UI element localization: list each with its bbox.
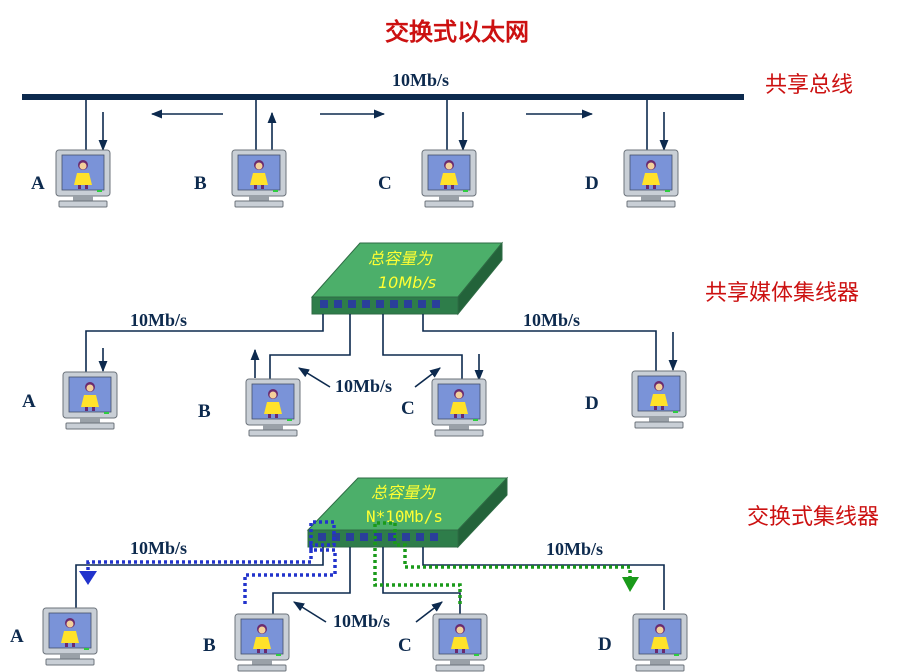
switch-section: 交换式集线器 总容量为 N*10Mb/s 10M xyxy=(10,476,879,672)
computer-icon xyxy=(42,607,98,666)
hub-wire-a xyxy=(85,314,324,373)
node-label-d: D xyxy=(585,173,599,194)
arrow-icon xyxy=(415,601,443,623)
node-label-a: A xyxy=(31,173,45,194)
bus-section: 共享总线 10Mb/s A B C D xyxy=(22,70,853,208)
switch-rate-mid: 10Mb/s xyxy=(333,611,390,631)
computer-icon xyxy=(431,378,487,437)
bus-line xyxy=(22,94,744,100)
switch-wire-c xyxy=(382,547,461,615)
bus-label: 共享总线 xyxy=(765,73,853,98)
switch-path-green xyxy=(373,521,632,604)
hub-wire-b xyxy=(269,314,351,381)
hub-wire-c xyxy=(382,314,463,381)
node-label-c: C xyxy=(378,173,392,194)
hub-capacity-line2: 10Mb/s xyxy=(378,273,436,292)
node-label-d: D xyxy=(598,634,612,655)
computer-icon xyxy=(631,370,687,429)
switch-rate-right: 10Mb/s xyxy=(546,539,603,559)
computer-icon xyxy=(234,613,290,672)
arrow-icon xyxy=(79,571,97,585)
switch-wire-b xyxy=(272,547,351,615)
hub-rate-left: 10Mb/s xyxy=(130,310,187,330)
switch-capacity-line1: 总容量为 xyxy=(371,483,436,502)
computer-icon xyxy=(55,149,111,208)
arrow-icon xyxy=(293,601,327,623)
hub-capacity-line1: 总容量为 xyxy=(368,249,433,268)
switch-wire-a xyxy=(75,547,324,608)
hub-section: 共享媒体集线器 总容量为 10Mb/s 10Mb/s 10M xyxy=(22,241,859,437)
node-label-b: B xyxy=(198,401,211,422)
hub-rate-mid: 10Mb/s xyxy=(335,376,392,396)
computer-icon xyxy=(62,371,118,430)
arrow-icon xyxy=(622,577,639,592)
node-label-a: A xyxy=(22,391,36,412)
computer-icon xyxy=(245,378,301,437)
node-label-b: B xyxy=(203,635,216,656)
computer-icon xyxy=(231,149,287,208)
hub-rate-right: 10Mb/s xyxy=(523,310,580,330)
switch-label: 交换式集线器 xyxy=(747,505,879,530)
hub-icon xyxy=(310,241,504,316)
node-label-c: C xyxy=(401,398,415,419)
computer-icon xyxy=(432,613,488,672)
computer-icon xyxy=(632,613,688,672)
computer-icon xyxy=(623,149,679,208)
node-label-a: A xyxy=(10,626,24,647)
switch-path-blue xyxy=(86,520,337,604)
bus-rate-label: 10Mb/s xyxy=(392,70,449,90)
page-title: 交换式以太网 xyxy=(385,17,529,46)
arrow-icon xyxy=(414,367,441,388)
arrow-icon xyxy=(298,367,331,388)
hub-label: 共享媒体集线器 xyxy=(705,281,859,306)
switch-rate-left: 10Mb/s xyxy=(130,538,187,558)
node-label-d: D xyxy=(585,393,599,414)
switch-icon xyxy=(306,476,509,549)
switch-wire-d xyxy=(422,547,665,610)
node-label-b: B xyxy=(194,173,207,194)
hub-wire-d xyxy=(422,314,657,373)
computer-icon xyxy=(421,149,477,208)
node-label-c: C xyxy=(398,635,412,656)
